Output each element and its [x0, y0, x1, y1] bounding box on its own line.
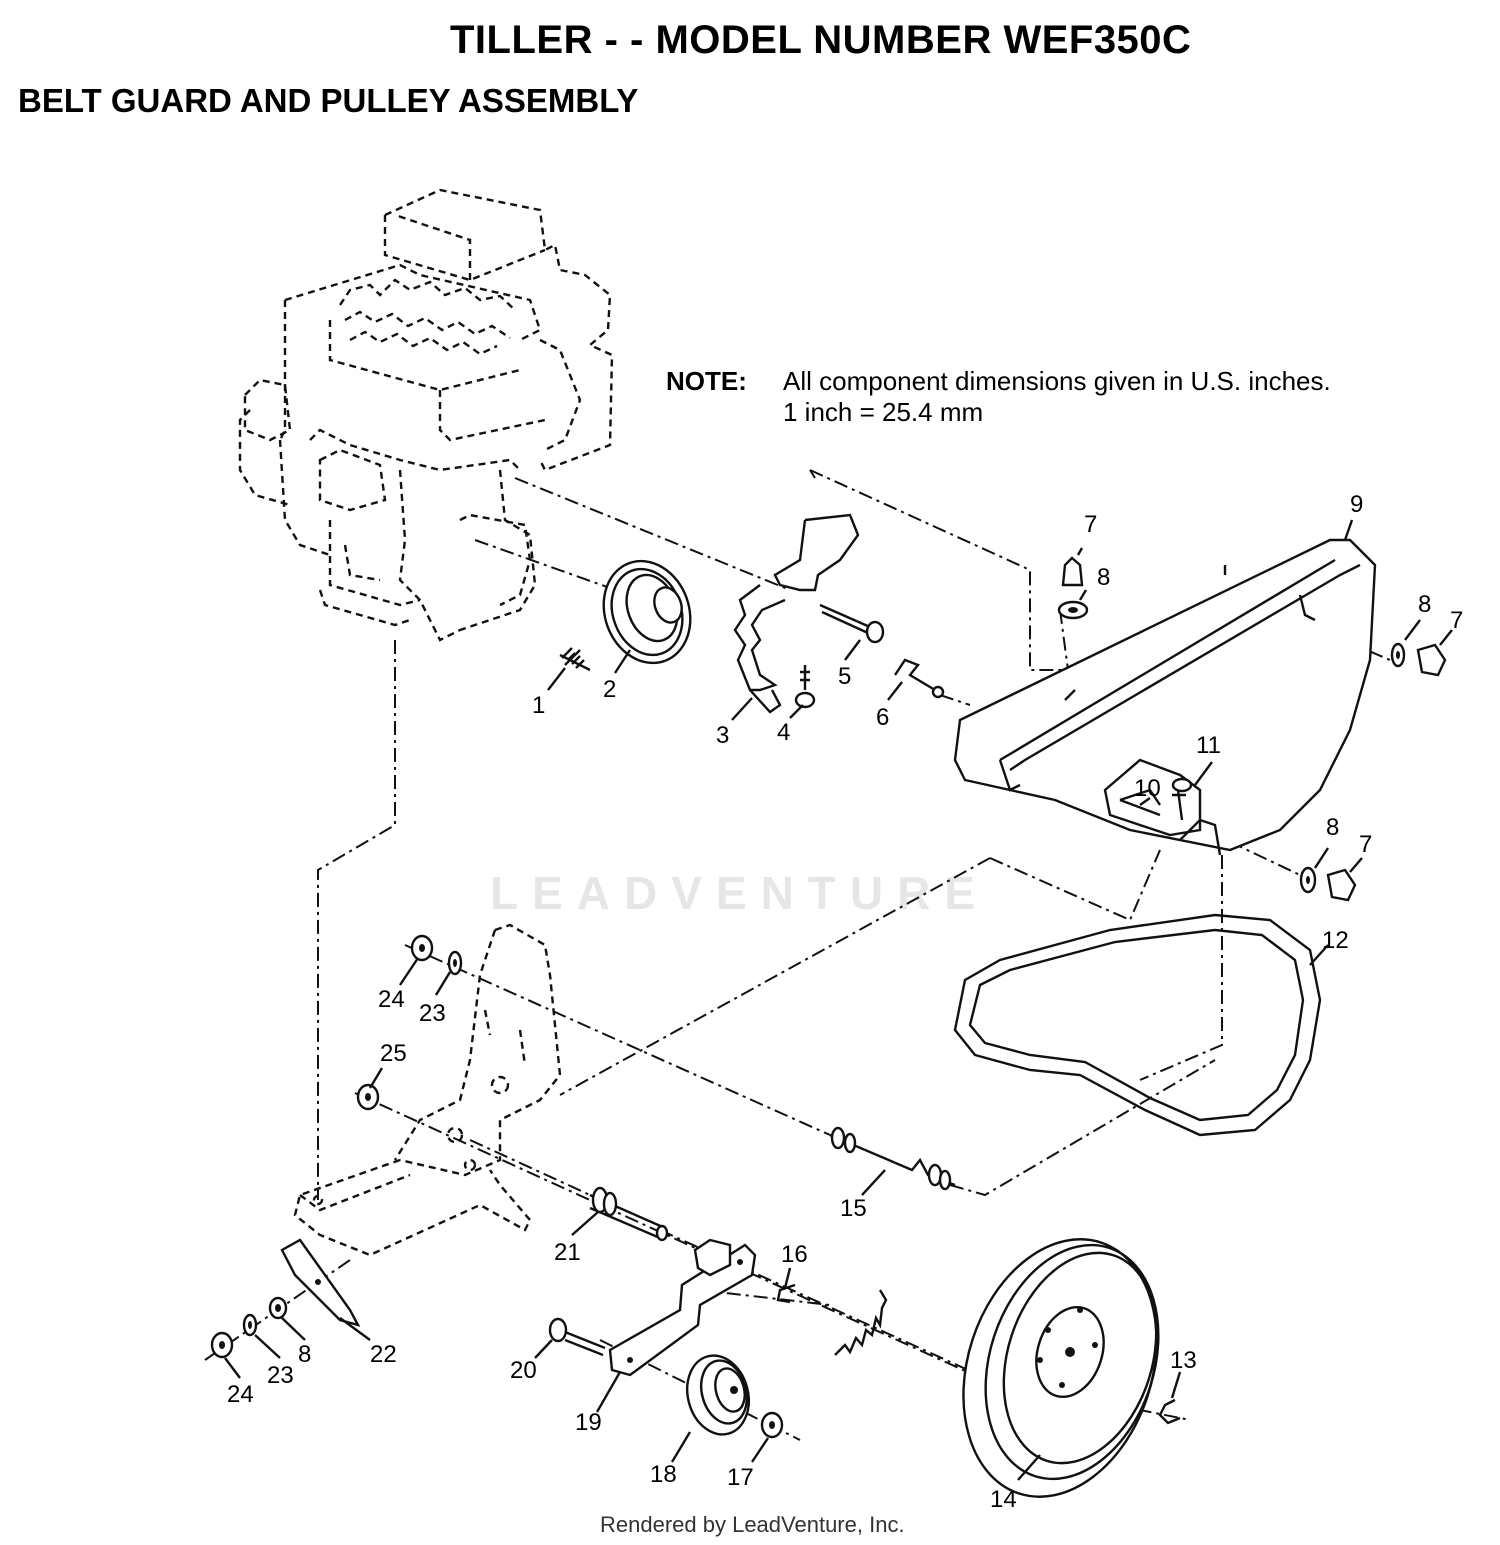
part-8-washer-lower: [1299, 866, 1317, 894]
engine-outline: [238, 188, 614, 642]
part-2-engine-pulley: [602, 559, 692, 665]
callout-18: 18: [650, 1461, 677, 1488]
note-label: NOTE:: [666, 366, 747, 396]
callout-7-lower: 7: [1359, 831, 1372, 858]
part-8-washer-right: [1390, 642, 1406, 668]
callout-16: 16: [781, 1241, 808, 1268]
callout-12: 12: [1322, 927, 1349, 954]
callout-8-top: 8: [1097, 564, 1110, 591]
callout-19: 19: [575, 1409, 602, 1436]
part-10-plate: [1119, 788, 1161, 806]
part-8-washer-left: [268, 1296, 288, 1320]
note-text-line-2: 1 inch = 25.4 mm: [783, 397, 984, 427]
callout-8-left: 8: [298, 1341, 311, 1368]
callout-21: 21: [554, 1239, 581, 1266]
callout-25: 25: [380, 1040, 407, 1067]
part-9-belt-guard: [953, 538, 1377, 856]
idler-spring: [834, 1289, 888, 1356]
callout-leader-lines: [224, 519, 1453, 1481]
callout-7-right: 7: [1450, 607, 1463, 634]
callout-20: 20: [510, 1357, 537, 1384]
part-14-drive-pulley: [962, 1238, 1160, 1498]
callout-numbers: 1 2 3 4 5 6 7 8 9 8 7 10 11 8 7 12 13 14…: [227, 491, 1463, 1513]
part-19-idler-arm: [608, 1238, 757, 1377]
callout-13: 13: [1170, 1347, 1197, 1374]
part-6-pin: [894, 658, 945, 699]
note-text-line-1: All component dimensions given in U.S. i…: [783, 366, 1331, 396]
part-24-nut-lower: [210, 1331, 234, 1359]
part-7-acorn-nut-right: [1416, 643, 1447, 677]
callout-5: 5: [838, 663, 851, 690]
callout-14: 14: [990, 1486, 1017, 1513]
part-23-washer-lower: [242, 1313, 258, 1337]
callout-1: 1: [532, 692, 545, 719]
callout-7-top: 7: [1084, 511, 1097, 538]
page-title: TILLER - - MODEL NUMBER WEF350C: [450, 18, 1192, 62]
part-11-carriage-bolt: [1171, 777, 1193, 821]
callout-17: 17: [727, 1464, 754, 1491]
callout-8-right: 8: [1418, 591, 1431, 618]
tine-frame-outline: [293, 923, 562, 1257]
part-3-belt-guide: [733, 584, 786, 714]
part-23-washer-upper: [447, 950, 463, 976]
page-subtitle: BELT GUARD AND PULLEY ASSEMBLY: [18, 82, 639, 119]
footer-credit: Rendered by LeadVenture, Inc.: [600, 1512, 905, 1537]
part-4-screw: [794, 665, 816, 709]
part-18-idler-pulley: [686, 1354, 750, 1436]
callout-22: 22: [370, 1341, 397, 1368]
callout-4: 4: [777, 719, 790, 746]
part-8-washer-top: [1057, 600, 1089, 620]
callout-24-lower: 24: [227, 1381, 254, 1408]
part-20-bolt: [548, 1317, 606, 1357]
part-7-acorn-nut-top: [1061, 556, 1084, 587]
part-24-nut-upper: [410, 934, 434, 962]
callout-2: 2: [603, 676, 616, 703]
part-22-plate: [280, 1238, 361, 1327]
callout-9: 9: [1350, 491, 1363, 518]
part-13-retaining-ring: [1158, 1398, 1181, 1425]
callout-6: 6: [876, 704, 889, 731]
callout-11: 11: [1196, 732, 1221, 759]
callout-23-lower: 23: [267, 1362, 294, 1389]
part-1-set-screw: [559, 647, 591, 672]
callout-15: 15: [840, 1195, 867, 1222]
callout-23-upper: 23: [419, 1000, 446, 1027]
callout-24-upper: 24: [378, 986, 405, 1013]
part-5-bolt: [773, 513, 885, 644]
part-17-nut: [760, 1411, 784, 1439]
part-15-adjustment-rod: [829, 1126, 956, 1191]
part-12-v-belt: [953, 913, 1322, 1137]
callout-3: 3: [716, 722, 729, 749]
part-21-shaft: [589, 1186, 669, 1242]
callout-10: 10: [1134, 775, 1161, 802]
part-25-nut: [356, 1083, 380, 1111]
part-16-hairpin-clip: [776, 1283, 796, 1304]
callout-8-lower: 8: [1326, 814, 1339, 841]
part-7-acorn-nut-lower: [1326, 868, 1357, 902]
